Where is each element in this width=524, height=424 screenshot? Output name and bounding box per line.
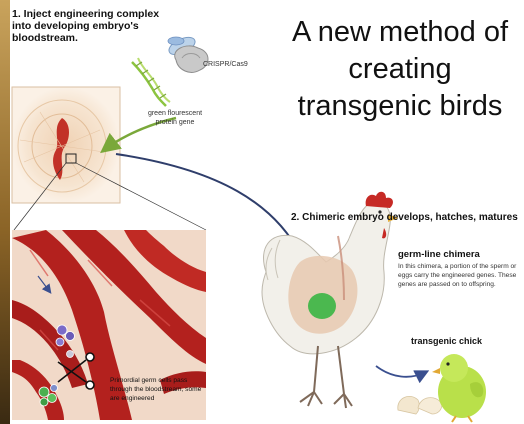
step-2-label: 2. Chimeric embryo develops, hatches, ma…	[291, 212, 518, 223]
offspring-arrow	[376, 366, 426, 377]
comb	[366, 192, 393, 208]
gfp-label: green flourescent protein gene	[140, 109, 210, 127]
eggshells	[398, 396, 442, 414]
gfp-gene-dna	[132, 58, 170, 106]
figure-title: A new method of creating transgenic bird…	[282, 14, 518, 125]
transgenic-chick-label: transgenic chick	[411, 336, 482, 346]
crispr-label: CRISPR/Cas9	[203, 61, 248, 68]
germ-cells-caption: Primordial germ cells pass through the b…	[110, 376, 206, 403]
hen-chimera	[262, 192, 398, 408]
crispr-cas9-complex	[166, 34, 208, 73]
step-1-label: 1. Inject engineering complex into devel…	[12, 8, 162, 44]
chimera-title: germ-line chimera	[398, 249, 480, 260]
engineered-gonad	[308, 293, 336, 319]
transgenic-chick	[432, 354, 486, 422]
embryo-panel	[12, 87, 120, 203]
chimera-description: In this chimera, a portion of the sperm …	[398, 262, 520, 289]
